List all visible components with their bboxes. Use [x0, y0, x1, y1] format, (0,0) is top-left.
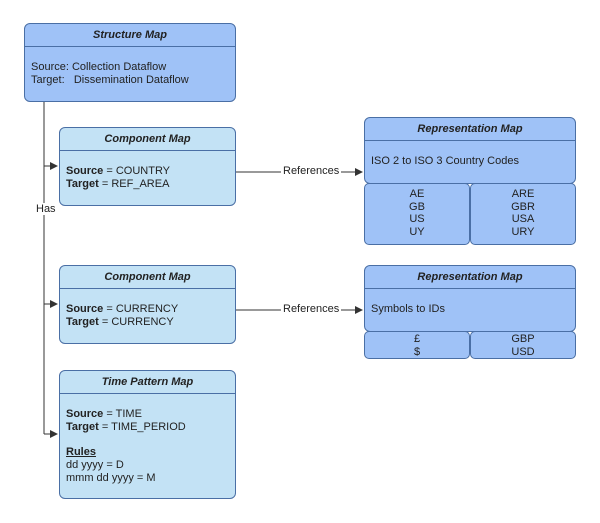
rule-item: mmm dd yyyy = M	[66, 472, 156, 484]
representation-source-values: £ $	[364, 331, 470, 359]
representation-target-values: GBP USD	[470, 331, 576, 359]
structure-map-source: Source: Collection Dataflow	[31, 61, 167, 73]
target-value: USA	[511, 213, 535, 225]
structure-map-target: Target: Dissemination Dataflow	[31, 74, 189, 86]
component-map-node-1: Component Map Source = COUNTRY Target = …	[59, 127, 236, 206]
component-map-title: Component Map	[60, 266, 235, 289]
source-value: UY	[409, 225, 425, 238]
target-value: URY	[511, 225, 535, 238]
component-map-title: Component Map	[60, 128, 235, 151]
component-map-source: Source = COUNTRY	[66, 165, 171, 177]
time-pattern-source: Source = TIME	[66, 408, 142, 420]
source-value: $	[413, 345, 421, 358]
source-value: £	[413, 333, 421, 345]
source-value: AE	[409, 188, 425, 200]
component-map-target: Target = CURRENCY	[66, 316, 174, 328]
target-value: USD	[511, 345, 535, 358]
target-value: ARE	[511, 188, 535, 200]
has-label: Has	[34, 203, 58, 215]
representation-map-node-2: Representation Map Symbols to IDs	[364, 265, 576, 332]
component-map-target: Target = REF_AREA	[66, 178, 170, 190]
representation-map-description: ISO 2 to ISO 3 Country Codes	[371, 155, 519, 167]
representation-source-values: AE GB US UY	[364, 183, 470, 245]
target-value: GBP	[511, 333, 535, 345]
representation-map-title: Representation Map	[365, 266, 575, 289]
time-pattern-map-title: Time Pattern Map	[60, 371, 235, 394]
structure-map-node: Structure Map Source: Collection Dataflo…	[24, 23, 236, 102]
rules-heading: Rules	[66, 446, 96, 458]
rule-item: dd yyyy = D	[66, 459, 124, 471]
representation-map-description: Symbols to IDs	[371, 303, 445, 315]
component-map-node-2: Component Map Source = CURRENCY Target =…	[59, 265, 236, 344]
structure-map-title: Structure Map	[25, 24, 235, 47]
representation-map-title: Representation Map	[365, 118, 575, 141]
source-value: GB	[409, 200, 425, 213]
time-pattern-map-node: Time Pattern Map Source = TIME Target = …	[59, 370, 236, 499]
representation-map-node-1: Representation Map ISO 2 to ISO 3 Countr…	[364, 117, 576, 184]
representation-target-values: ARE GBR USA URY	[470, 183, 576, 245]
target-value: GBR	[511, 200, 535, 213]
references-label-2: References	[281, 303, 342, 315]
time-pattern-target: Target = TIME_PERIOD	[66, 421, 186, 433]
references-label-1: References	[281, 165, 342, 177]
source-value: US	[409, 213, 425, 225]
component-map-source: Source = CURRENCY	[66, 303, 179, 315]
